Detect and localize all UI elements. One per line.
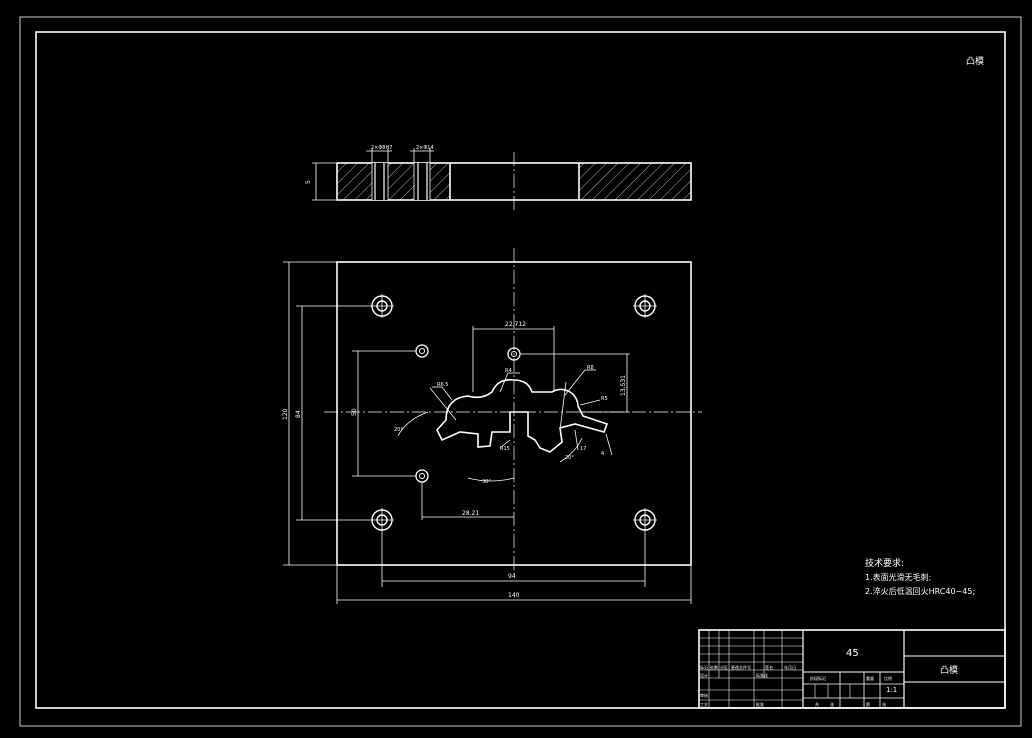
profile-dimensions: 22.712 13.531 50 28.21 R4 R8 R5 R6.5 R15… (351, 321, 630, 520)
technical-requirements: 技术要求: 1.表面光滑无毛刺; 2.淬火后低温回火HRC40~45; (865, 557, 975, 596)
overall-dimensions: 120 84 94 140 (282, 261, 692, 604)
dim-pin-spacing: 50 (351, 408, 358, 416)
tb-material: 45 (846, 648, 859, 659)
tb-label-review: 审核 (700, 692, 708, 698)
section-hatch-left (337, 163, 450, 200)
dim-overall-height: 120 (282, 408, 289, 420)
dim-overall-width: 140 (508, 592, 520, 599)
tb-label-standard: 标准化 (756, 672, 768, 678)
dim-right-height: 13.531 (620, 375, 627, 396)
tb-label-mark: 标记 (700, 664, 708, 670)
tb-label-sign: 签名 (765, 664, 773, 670)
pin-holes (415, 344, 521, 483)
dim-r15: R15 (500, 446, 510, 452)
tb-label-count: 处数 (710, 664, 718, 670)
dim-r4: R4 (505, 368, 512, 374)
dim-r6-5: R6.5 (437, 382, 448, 388)
tb-label-stage: 阶段标记 (810, 675, 826, 681)
outer-border (19, 16, 1022, 727)
tb-scale-value: 1:1 (886, 686, 897, 694)
inner-frame (35, 31, 1006, 709)
corner-holes (370, 294, 657, 532)
dim-hole-1: 2×Φ8H7 (371, 145, 392, 151)
tb-label-design: 设计 (700, 672, 708, 678)
dim-bottom-offset: 28.21 (462, 510, 479, 517)
corner-label: 凸模 (966, 56, 984, 67)
side-section-view: 5 2×Φ8H7 2×Φ14 (305, 145, 692, 213)
dim-hole-spacing-x: 94 (508, 573, 516, 580)
dim-4: 4 (601, 451, 604, 457)
tech-req-item-2: 2.淬火后低温回火HRC40~45; (865, 586, 975, 596)
dim-angle-30: 30° (482, 479, 491, 485)
dim-angle-1: 20° (394, 427, 403, 433)
tb-label-zone: 分区 (720, 664, 728, 670)
dim-hole-spacing-y: 84 (295, 410, 302, 418)
dim-hole-2: 2×Φ14 (416, 145, 434, 151)
tb-label-weight: 重量 (866, 675, 874, 681)
tb-label-approve: 批准 (756, 701, 764, 707)
dim-r8-right: R8 (587, 365, 594, 371)
tb-label-date: 年月日 (784, 664, 796, 670)
tb-label-change-doc: 更改文件号 (731, 664, 751, 670)
dim-17: 17 (580, 446, 586, 452)
title-block: 标记 处数 分区 更改文件号 签名 年月日 设计 标准化 审核 工艺 批准 阶段… (698, 629, 1006, 709)
tb-label-process: 工艺 (700, 702, 708, 707)
tb-label-sheets-1: 张 (830, 701, 834, 707)
tech-req-item-1: 1.表面光滑无毛刺; (865, 572, 931, 582)
tb-label-scale: 比例 (884, 675, 892, 681)
plan-view: 22.712 13.531 50 28.21 R4 R8 R5 R6.5 R15… (282, 248, 702, 604)
dim-angle-2: 20° (565, 455, 574, 461)
punch-profile (436, 378, 609, 453)
dim-top-width: 22.712 (505, 321, 526, 328)
dim-thickness: 5 (305, 180, 312, 184)
dim-r5: R5 (601, 396, 608, 402)
tech-req-title: 技术要求: (865, 557, 904, 569)
tb-label-sheet-no: 第 (866, 701, 870, 707)
tb-label-total: 共 (815, 701, 819, 707)
section-hatch-right (579, 163, 691, 200)
tb-part-name: 凸模 (940, 665, 958, 676)
tb-label-sheets-2: 张 (882, 701, 886, 707)
